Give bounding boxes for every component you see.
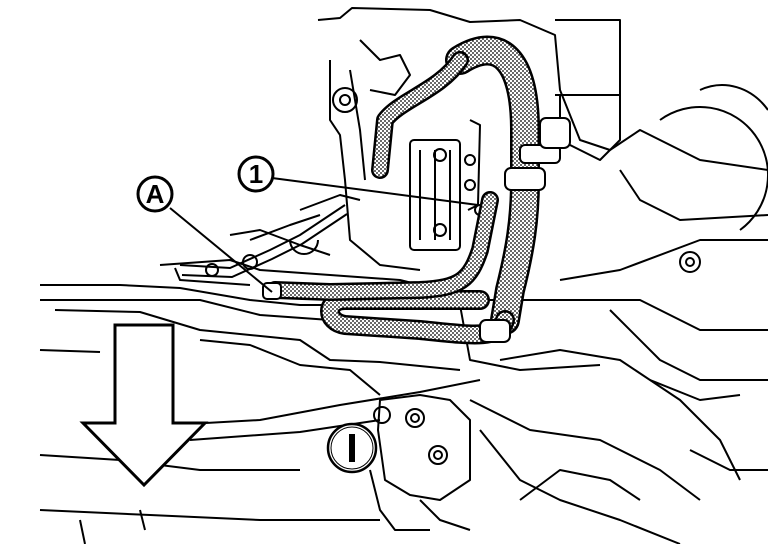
callout-a-leader [169, 207, 273, 293]
front-mark-icon [326, 422, 378, 474]
hose-clamps [262, 117, 571, 343]
callout-1: 1 [237, 155, 275, 193]
front-direction-arrow-icon [79, 323, 209, 488]
callout-a: A [136, 175, 174, 213]
callout-1-label: 1 [249, 159, 263, 189]
callout-a-label: A [146, 179, 165, 209]
fuel-pipe [179, 204, 348, 279]
callout-1-leader [271, 177, 479, 206]
sub-frame-outline [39, 284, 768, 544]
engine-block-outline [159, 7, 768, 381]
